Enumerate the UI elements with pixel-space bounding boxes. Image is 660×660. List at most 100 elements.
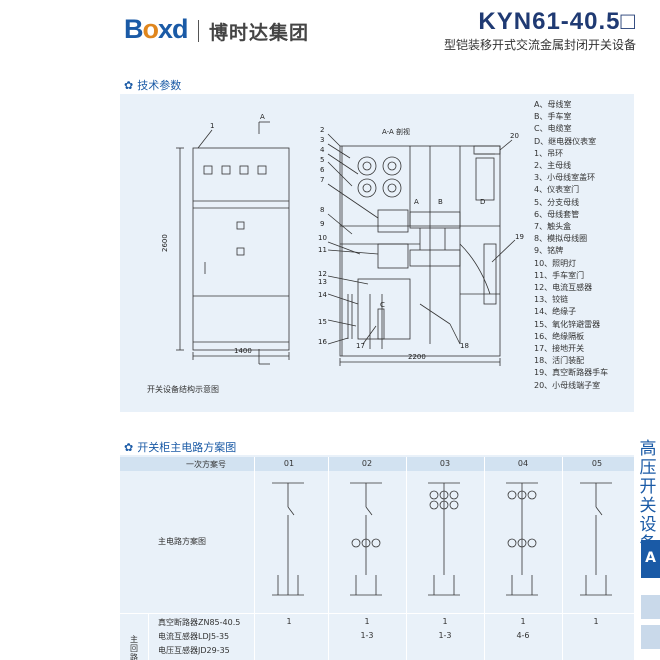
callout-9: 9 [320,220,324,228]
circuit-diagrams [272,482,612,596]
product-subtitle: 型铠装移开式交流金属封闭开关设备 [443,38,636,52]
gear-icon: ✿ [124,78,134,92]
legend-item: A、母线室 [534,100,572,109]
scheme-number: 02 [361,459,373,468]
legend-item: 5、分支母线 [534,197,580,207]
column-divider [484,457,485,660]
callout-11: 11 [318,246,327,254]
legend-item: 10、照明灯 [534,258,577,268]
callout-16: 16 [318,338,327,346]
legend-item: 1、吊环 [534,148,564,158]
callout-18: 18 [460,342,469,350]
scheme-diagram-label: 主电路方案图 [158,537,206,546]
scheme-table-bg [120,455,634,660]
main-circuit-label: 主回路 [130,635,138,660]
side-tab-badge[interactable]: A [641,540,660,578]
legend-item: 2、主母线 [534,161,572,171]
scheme-header-label: 一次方案号 [186,460,226,469]
section-title-text: 开关柜主电路方案图 [137,441,237,454]
row-divider [120,613,634,614]
brand-logo: Boxd [124,14,189,45]
callout-3: 3 [320,136,324,144]
callout-2: 2 [320,126,324,134]
legend-item: D、继电器仪表室 [534,136,597,146]
legend-item: 16、绝缘隔板 [534,331,585,341]
legend-item: 3、小母线室盖环 [534,173,596,183]
nameplate [236,221,245,230]
callout-6: 6 [320,166,325,174]
legend-item: 7、触头盒 [534,222,572,232]
callout-8: 8 [320,206,324,214]
callout-1: 1 [210,122,214,130]
group-name: 博时达集团 [209,22,310,44]
component-count: 1 [286,617,292,626]
indicator-lamp [239,165,249,175]
component-count: 1 [442,617,448,626]
gear-icon: ✿ [124,440,134,454]
part-letter-d: D [480,198,485,206]
legend-item: 11、手车室门 [534,270,585,280]
part-letter-a: A [414,198,419,206]
side-category-tab[interactable]: 高压开关设备 [639,439,657,554]
indicator-lamp [257,165,267,175]
column-divider [406,457,407,660]
callout-4: 4 [320,146,325,154]
section-title-text: 技术参数 [137,79,182,92]
cabinet-drawing: 2600 1400 2200 A A-A 剖视 A B C D 1 2 3 4 … [161,113,524,366]
scheme-number: 05 [591,459,603,468]
legend-item: 13、铰链 [534,295,569,305]
column-divider [148,613,149,660]
side-tab-block[interactable] [641,595,660,619]
component-count: 1 [593,617,599,626]
callout-7: 7 [320,176,324,184]
section-title-tech: ✿ 技术参数 [124,77,181,93]
scheme-header-row [120,457,634,471]
side-tab-block[interactable] [641,625,660,649]
legend-item: 12、电流互感器 [534,283,593,293]
page-header: Boxd 博时达集团 KYN61-40.5□ 型铠装移开式交流金属封闭开关设备 [0,0,660,62]
component-count: 1-3 [438,631,452,640]
callout-13: 13 [318,278,327,286]
legend-item: 8、模拟母线圈 [534,234,588,244]
component-count: 1 [520,617,526,626]
component-name: 真空断路器ZN85-40.5 [158,618,241,627]
callout-5: 5 [320,156,324,164]
logo-accent: o [142,14,159,44]
legend-item: 14、绝缘子 [534,307,577,317]
callout-12: 12 [318,270,327,278]
part-letter-c: C [380,301,385,309]
indicator-lamp [221,165,231,175]
scheme-table: 一次方案号 01 02 03 04 05 主电路方案图 [120,455,634,660]
legend-item: 18、活门装配 [534,356,585,366]
callout-14: 14 [318,291,327,299]
callout-15: 15 [318,318,327,326]
legend-item: 4、仪表室门 [534,185,580,195]
legend-item: 15、氧化锌避雷器 [534,319,601,329]
callout-17: 17 [356,342,365,350]
section-title-scheme: ✿ 开关柜主电路方案图 [124,439,236,455]
legend-item: 6、母线套管 [534,209,580,219]
scheme-number: 01 [283,459,295,468]
column-divider [254,457,255,660]
legend-item: 9、铭牌 [534,246,564,256]
callout-10: 10 [318,234,327,242]
legend-item: C、电缆室 [534,124,572,134]
dim-front-width-label: 1400 [234,347,252,355]
logo-divider [198,20,199,42]
component-count: 1-3 [360,631,374,640]
tech-drawing-panel: 2600 1400 2200 A A-A 剖视 A B C D 1 2 3 4 … [120,94,634,412]
component-name: 电压互感器JD29-35 [158,646,230,655]
drawing-caption: 开关设备结构示意图 [147,385,219,394]
component-count: 4-6 [516,631,530,640]
dim-height-label: 2600 [161,234,169,252]
scheme-number: 04 [517,459,529,468]
dim-side-width-label: 2200 [408,353,426,361]
component-name: 电流互感器LDJ5-35 [158,632,230,641]
section-view-label: A-A 剖视 [382,127,410,136]
legend-item: 19、真空断路器手车 [534,368,609,378]
indicator-lamp [203,165,213,175]
logo-text: Boxd [124,14,189,44]
product-model: KYN61-40.5□ [478,8,636,35]
column-divider [562,457,563,660]
callout-19: 19 [515,233,524,241]
